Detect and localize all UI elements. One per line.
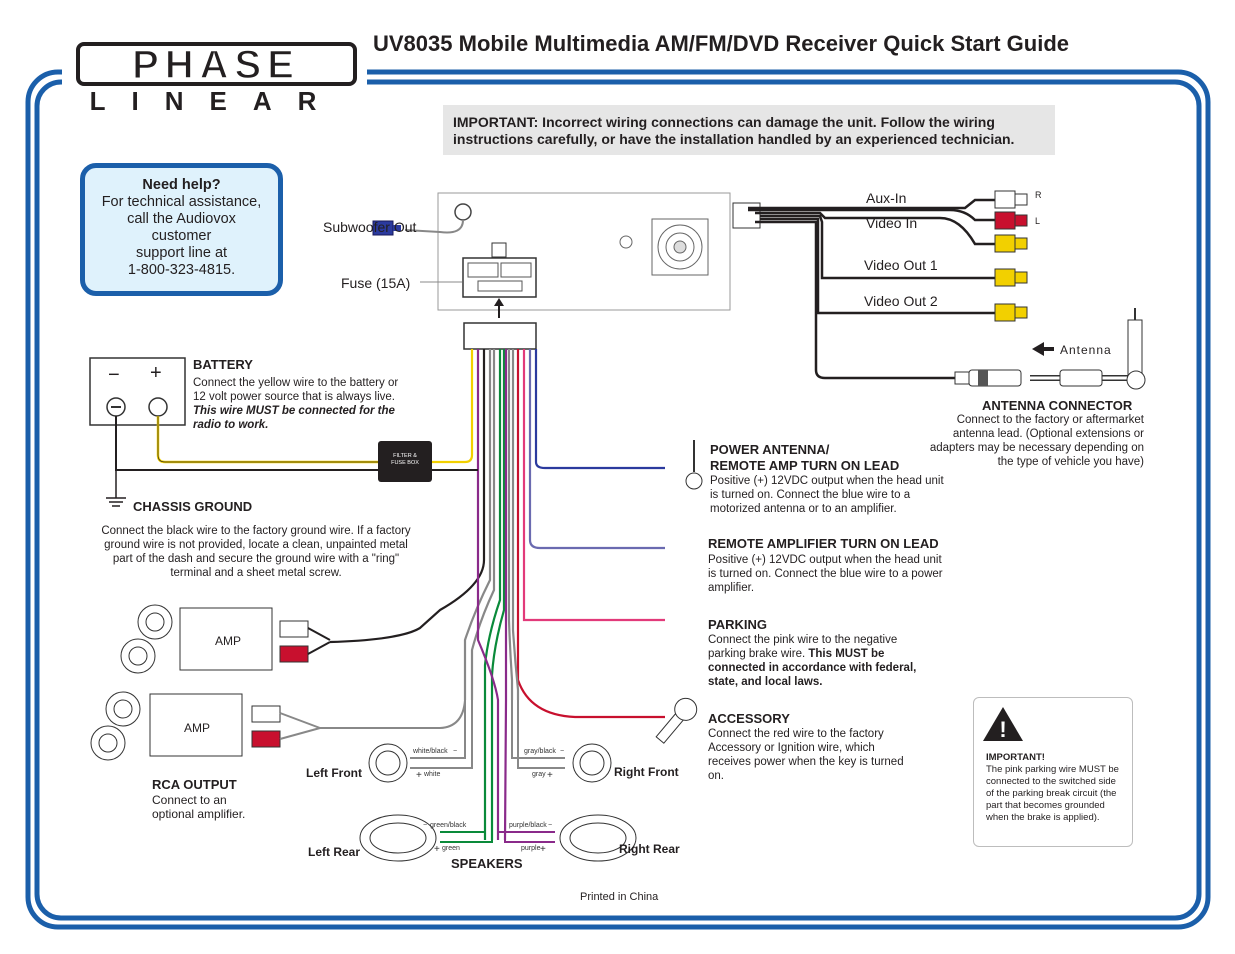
important-note: IMPORTANT! The pink parking wire MUST be… [986, 752, 1126, 824]
right-front-label: Right Front [614, 765, 679, 779]
wire-sign-minus-lf: − [453, 748, 458, 755]
wire-sign-plus-lr: + [434, 844, 440, 855]
key-icon [655, 697, 698, 744]
power-antenna-heading-2: REMOTE AMP TURN ON LEAD [710, 458, 900, 473]
fuse-label: Fuse (15A) [341, 275, 411, 291]
rca-plugs [994, 190, 1028, 322]
antenna-connector-text: Connect to the factory or aftermarket an… [929, 414, 1144, 468]
amp-label-1: AMP [215, 634, 242, 648]
wire-label-gray-black: gray/black [524, 748, 556, 755]
help-line4: support line at [135, 245, 228, 261]
filter-box-label: FILTER & FUSE BOX [382, 453, 428, 467]
svg-text:!: ! [999, 717, 1006, 742]
svg-text:PHASE: PHASE [132, 43, 300, 87]
right-rear-label: Right Rear [619, 842, 680, 856]
right-front-speaker [572, 743, 612, 783]
speakers-heading: SPEAKERS [451, 856, 523, 871]
accessory-heading: ACCESSORY [708, 711, 790, 726]
accessory-text: Connect the red wire to the factory Acce… [708, 728, 904, 782]
power-antenna-heading-1: POWER ANTENNA/ [710, 442, 830, 457]
help-line1: For technical assistance, [101, 194, 262, 210]
important-banner: IMPORTANT: Incorrect wiring connections … [443, 105, 1055, 155]
filter-fuse-box [378, 441, 432, 482]
wire-sign-plus-lf: + [416, 770, 422, 781]
battery-plus: + [150, 362, 162, 384]
help-phone: 1-800-323-4815. [127, 262, 236, 278]
harness-plug [463, 322, 537, 350]
wire-sign-plus-rf: + [547, 770, 553, 781]
parking-text-emphasis: This MUST be connected in accordance wit… [708, 648, 917, 688]
wire-sign-plus-rr: + [540, 844, 546, 855]
phase-linear-logo: PHASE LINEAR [76, 42, 357, 115]
rca-output-text: Connect to an optional amplifier. [152, 793, 246, 821]
left-rear-label: Left Rear [308, 845, 361, 859]
parking-text-main: Connect the pink wire to the negative pa… [708, 634, 898, 660]
wire-sign-minus-lr: − [423, 822, 428, 829]
remote-amp-heading: REMOTE AMPLIFIER TURN ON LEAD [708, 536, 939, 551]
wire-label-green: green [442, 845, 460, 852]
battery-text-emphasis: This wire MUST be connected for the radi… [193, 405, 395, 431]
battery-text-main: Connect the yellow wire to the battery o… [193, 377, 399, 403]
r-label: R [1035, 190, 1042, 200]
battery-text: Connect the yellow wire to the battery o… [193, 376, 408, 432]
note-text: The pink parking wire MUST be connected … [986, 764, 1119, 823]
wire-label-white: white [424, 771, 441, 778]
page-title: UV8035 Mobile Multimedia AM/FM/DVD Recei… [373, 31, 1070, 56]
warning-icon [983, 707, 1023, 741]
battery-minus: − [108, 364, 120, 386]
amp-top [120, 604, 331, 674]
chassis-ground-heading: CHASSIS GROUND [133, 499, 253, 514]
wire-label-purple-black: purple/black [509, 822, 547, 829]
wire-label-purple: purple [521, 845, 541, 852]
important-note-box [973, 697, 1133, 847]
parking-text: Connect the pink wire to the negative pa… [708, 633, 920, 689]
filter-line2: FUSE BOX [391, 460, 419, 466]
wire-sign-minus-rf: − [560, 748, 565, 755]
note-heading: IMPORTANT! [986, 752, 1045, 763]
amp-bottom [90, 691, 321, 761]
wire-sign-minus-rr: − [548, 822, 553, 829]
help-box: Need help? For technical assistance, cal… [80, 163, 283, 296]
wire-label-gray: gray [532, 771, 546, 778]
subwoofer-jack [454, 203, 472, 221]
amp-label-2: AMP [184, 721, 211, 735]
video-out-1-label: Video Out 1 [864, 257, 938, 273]
l-label: L [1035, 216, 1041, 226]
help-heading: Need help? [142, 177, 221, 193]
video-out-2-label: Video Out 2 [864, 293, 938, 309]
left-front-label: Left Front [306, 766, 362, 780]
video-in-label: Video In [866, 215, 918, 231]
aux-in-label: Aux-In [866, 190, 907, 206]
subwoofer-out-label: Subwoofer Out [323, 219, 417, 235]
help-line3: customer [151, 228, 212, 244]
chassis-ground-text: Connect the black wire to the factory gr… [101, 525, 411, 579]
remote-amp-text: Positive (+) 12VDC output when the head … [708, 554, 943, 594]
antenna-connector-heading: ANTENNA CONNECTOR [982, 398, 1133, 413]
wire-label-white-black: white/black [413, 748, 448, 755]
footer-printed-in: Printed in China [580, 891, 659, 903]
parking-heading: PARKING [708, 617, 767, 632]
help-line2: call the Audiovox [127, 211, 236, 227]
left-front-speaker [368, 743, 408, 783]
battery-heading: BATTERY [193, 357, 253, 372]
rca-output-heading: RCA OUTPUT [152, 777, 237, 792]
filter-line1: FILTER & [393, 453, 417, 459]
battery [89, 357, 186, 426]
power-antenna-text: Positive (+) 12VDC output when the head … [710, 475, 944, 515]
antenna-label: Antenna [1060, 343, 1112, 357]
wire-label-green-black: green/black [430, 822, 467, 829]
svg-text:LINEAR: LINEAR [90, 86, 343, 115]
